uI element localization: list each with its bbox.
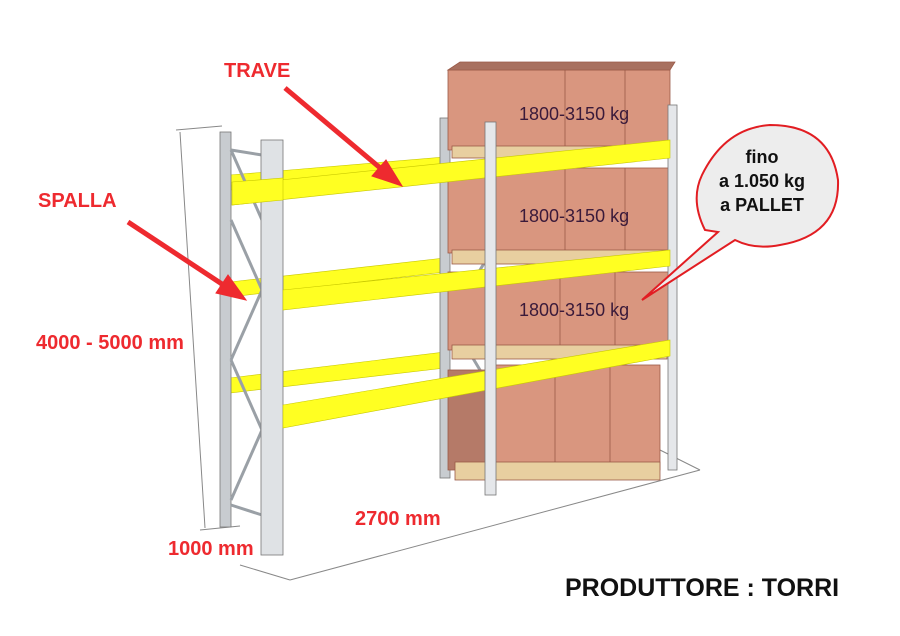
- depth-label: 1000 mm: [168, 538, 254, 560]
- manufacturer-label: PRODUTTORE : TORRI: [565, 574, 840, 602]
- bubble-text: fino a 1.050 kg a PALLET: [692, 145, 832, 217]
- speech-bubble: [641, 123, 840, 301]
- right-upright: [667, 104, 678, 471]
- trave-arrow-icon: [283, 86, 387, 174]
- bubble-line-1: fino: [745, 147, 779, 167]
- spalla-arrow-icon: [126, 219, 230, 291]
- arrows: [126, 86, 404, 301]
- dimension-lines: [175, 125, 701, 581]
- front-beams: [231, 139, 671, 429]
- load-label-top: 1800-3150 kg: [519, 104, 630, 124]
- bubble-line-3: a PALLET: [720, 195, 804, 215]
- height-label: 4000 - 5000 mm: [36, 332, 184, 354]
- upright-label: SPALLA: [38, 190, 117, 212]
- middle-front-upright: [484, 121, 497, 496]
- width-label: 2700 mm: [355, 508, 441, 530]
- load-label-middle: 1800-3150 kg: [519, 206, 630, 226]
- load-label-lower: 1800-3150 kg: [519, 300, 630, 320]
- bubble-line-2: a 1.050 kg: [718, 171, 806, 191]
- left-upright-frame: [219, 131, 284, 556]
- beam-label: TRAVE: [224, 60, 291, 82]
